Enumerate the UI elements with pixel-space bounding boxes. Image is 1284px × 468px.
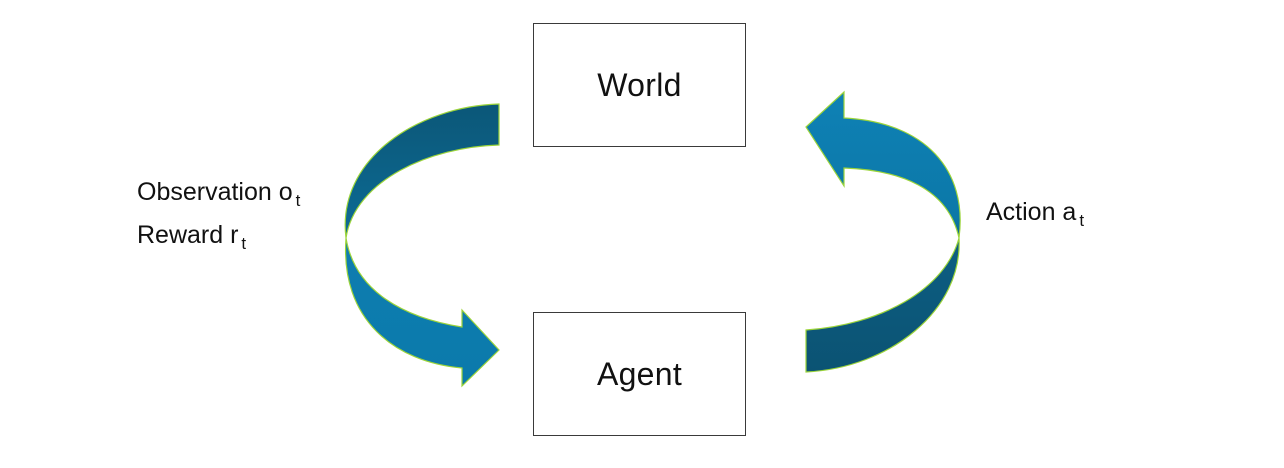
world-label: World	[597, 66, 682, 103]
world-node: World	[533, 23, 746, 147]
agent-label: Agent	[596, 355, 683, 392]
action-arrow	[805, 90, 961, 373]
observation-arrow	[344, 103, 500, 388]
agent-node: Agent	[533, 312, 746, 436]
